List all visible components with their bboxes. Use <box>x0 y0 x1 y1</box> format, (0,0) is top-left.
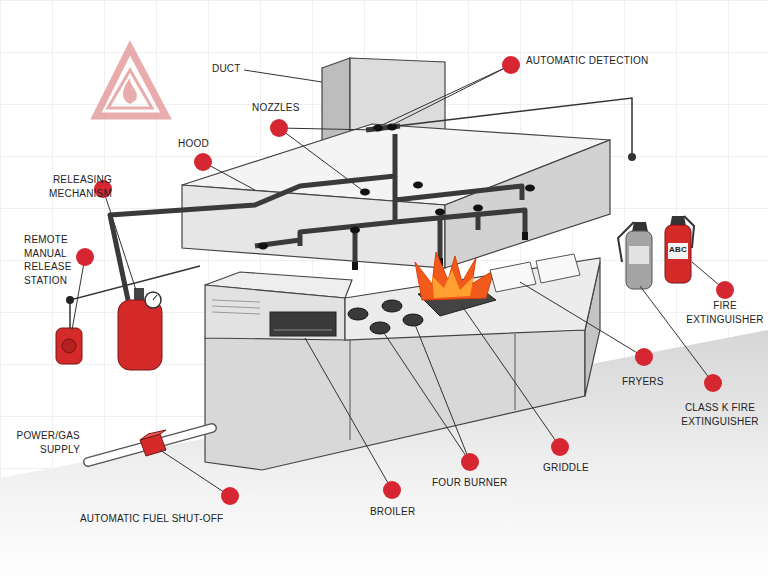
leader-line <box>414 322 470 462</box>
part-label: POWER/GAS SUPPLY <box>16 429 80 456</box>
plenum-pipe <box>395 176 522 200</box>
nozzle <box>413 182 423 189</box>
callout-dot <box>221 487 239 505</box>
pulley <box>66 296 74 304</box>
callout-dot <box>76 248 94 266</box>
burner <box>370 322 390 334</box>
leader-line <box>72 257 85 330</box>
fuel-shutoff-valve-top <box>140 430 166 440</box>
leader-lines <box>72 65 725 496</box>
leader-line <box>279 128 376 130</box>
leader-line <box>380 65 511 126</box>
nozzle <box>525 185 535 192</box>
leader-line <box>392 65 511 125</box>
part-label: CLASS K FIRE EXTINGUISHER <box>679 401 761 428</box>
extinguisher-body <box>665 225 691 283</box>
burner <box>403 314 423 326</box>
detector <box>628 153 636 161</box>
leader-line <box>279 128 362 190</box>
leader-line <box>103 189 136 290</box>
broiler-opening <box>270 312 336 336</box>
nozzles <box>258 124 535 271</box>
leader-line <box>520 282 644 357</box>
part-label: AUTOMATIC DETECTION <box>526 54 648 68</box>
nozzle <box>473 205 483 212</box>
callout-dot <box>502 56 520 74</box>
callout-dot <box>704 374 722 392</box>
leader-line <box>462 306 560 447</box>
fryer-well <box>536 254 580 283</box>
drop-pipe <box>353 228 358 266</box>
logo-inner-triangle <box>108 70 152 108</box>
nozzle <box>258 243 268 250</box>
leader-line <box>244 70 322 82</box>
supply-pipe <box>110 134 395 300</box>
nozzle <box>352 262 358 270</box>
class-k-extinguisher <box>618 222 652 289</box>
leader-line <box>160 450 230 496</box>
burners <box>348 300 423 334</box>
fire-flames-inner <box>432 270 474 298</box>
part-label: REMOTE MANUAL RELEASE STATION <box>24 233 76 287</box>
callout-dot <box>270 119 288 137</box>
callout-dots <box>76 56 734 505</box>
hood-side <box>445 140 610 268</box>
floor <box>0 330 768 584</box>
part-label: FOUR BURNER <box>432 476 508 490</box>
pressure-gauge <box>145 292 161 308</box>
callout-dot <box>635 348 653 366</box>
part-label: DUCT <box>212 62 241 76</box>
gauge-needle <box>153 295 157 300</box>
part-label: HOOD <box>178 137 209 151</box>
leader-line <box>640 286 713 383</box>
extinguisher-body <box>626 231 652 289</box>
leader-line <box>382 330 470 462</box>
nozzle <box>350 227 360 234</box>
extinguisher-label <box>629 246 649 264</box>
part-label: FIRE EXTINGUISHER <box>684 299 766 326</box>
part-label: RELEASING MECHANISM <box>40 173 112 200</box>
callout-dot <box>194 153 212 171</box>
part-label: BROILER <box>370 505 415 519</box>
gas-pipe <box>88 428 212 462</box>
burner <box>348 308 368 320</box>
part-label: FRYERS <box>622 375 664 389</box>
callout-dot <box>383 481 401 499</box>
broiler-rack <box>274 330 332 331</box>
leader-line <box>305 338 392 490</box>
broiler-vents <box>212 300 260 314</box>
pull-station <box>56 328 82 364</box>
extinguisher-class-text: ABC <box>668 245 688 255</box>
callout-dot <box>461 453 479 471</box>
logo-watermark <box>96 48 166 116</box>
branch-pipe <box>395 210 525 236</box>
part-label: GRIDDLE <box>543 461 589 475</box>
branch-pipe <box>300 200 395 246</box>
detection-wire <box>380 98 632 157</box>
abc-extinguisher <box>665 216 694 283</box>
extinguisher-label <box>668 243 688 259</box>
drop-pipe <box>438 218 443 262</box>
agent-cylinder <box>118 300 162 370</box>
nozzle <box>522 232 528 240</box>
nozzle <box>435 209 445 216</box>
drop-pipe <box>476 214 481 230</box>
burner <box>382 300 402 312</box>
cabinet-divider <box>350 334 515 440</box>
fire-flames <box>415 252 494 300</box>
callout-dot <box>716 281 734 299</box>
cabinet-front <box>205 330 585 470</box>
logo-flame <box>123 78 137 104</box>
logo-triangle <box>96 48 166 116</box>
part-label: NOZZLES <box>252 101 300 115</box>
gas-pipe-outline <box>88 428 212 462</box>
callout-dot <box>551 438 569 456</box>
part-label: AUTOMATIC FUEL SHUT-OFF <box>80 512 223 526</box>
pull-handle <box>62 339 76 353</box>
broiler-front <box>205 285 345 340</box>
